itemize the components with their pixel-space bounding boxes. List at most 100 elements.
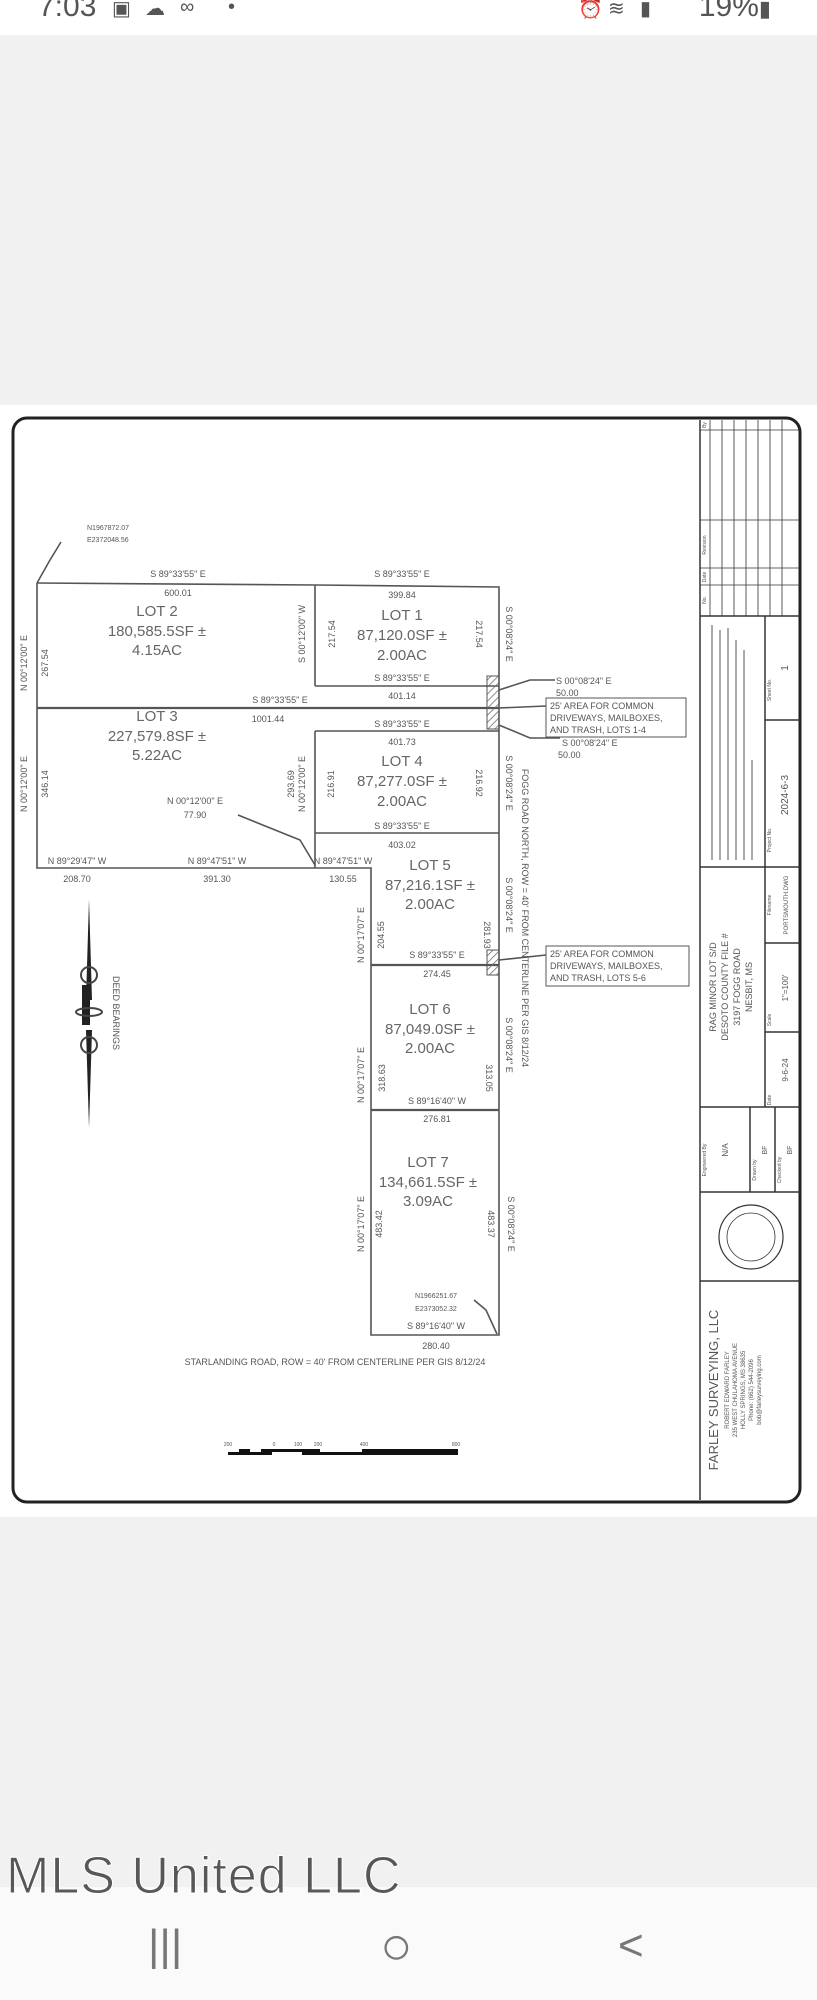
scale-bar: 200 0 100 200 400 800 (224, 1442, 460, 1455)
distance-label: 281.93 (482, 921, 492, 949)
lot-acres: 5.22AC (132, 747, 182, 764)
distance-label: 130.55 (329, 874, 357, 884)
distance-label: 403.02 (388, 840, 416, 850)
engineered-by-label: Engineered By (702, 1143, 708, 1176)
alarm-icon: ⏰ (578, 0, 603, 20)
plat-image[interactable]: N1967872.07 E2372048.56 S 89°33'55" E 60… (0, 405, 817, 1517)
battery-percent: 19% (698, 0, 759, 23)
scale-tick: 200 (224, 1442, 233, 1448)
back-button[interactable]: < (618, 1921, 644, 1970)
bearing-label: N 89°47'51" W (188, 856, 247, 866)
bearing-label: N 00°17'07" E (356, 1196, 366, 1252)
home-button[interactable]: ○ (380, 1916, 413, 1976)
distance-label: 217.54 (474, 620, 484, 648)
sheet-border (11, 416, 802, 1504)
dot-icon: • (228, 0, 236, 18)
road-label: FOGG ROAD NORTH, ROW = 40' FROM CENTERLI… (520, 769, 530, 1067)
lot-acres: 2.00AC (405, 1040, 455, 1057)
distance-label: 217.54 (327, 620, 337, 648)
callout-box-2 (545, 945, 690, 987)
navigation-bar: ||| ○ < (0, 1887, 817, 2000)
gallery-icon: ▣ (112, 0, 131, 20)
bearing-label: S 00°08'24" E (504, 606, 514, 662)
bearing-label: S 00°08'24" E (504, 877, 514, 933)
lot-name: LOT 5 (409, 857, 450, 874)
bearing-label: S 89°33'55" E (374, 719, 430, 729)
lot-area: 87,120.0SF ± (357, 627, 447, 644)
coord-label: N1967872.07 (87, 525, 129, 532)
filename: PORTSMOUTH.DWG (784, 875, 790, 934)
sheet-number: 1 (780, 665, 791, 671)
battery-level: 19%▮ (699, 0, 771, 24)
project-no: 2024-6-3 (780, 775, 791, 815)
voicemail-icon: ∞ (180, 0, 195, 18)
bearing-label: S 89°33'55" E (252, 695, 308, 705)
weather-icon: ☁ (145, 0, 165, 20)
lot-acres: 4.15AC (132, 642, 182, 659)
distance-label: 318.63 (377, 1064, 387, 1092)
date-label: Date (767, 1095, 773, 1106)
lot-acres: 2.00AC (377, 647, 427, 664)
lot-area: 87,216.1SF ± (385, 877, 475, 894)
distance-label: 346.14 (40, 770, 50, 798)
company-line: HOLLY SPRINGS, MS 38635 (741, 1350, 747, 1429)
project-no-label: Project No. (767, 828, 773, 853)
scale-tick: 400 (360, 1442, 369, 1448)
easement-hatch-2 (486, 949, 500, 976)
revision-header: Date (702, 572, 708, 583)
drawn-by-label: Drawn by (752, 1159, 758, 1181)
revision-header: No. (702, 596, 708, 604)
project-line: DESOTO COUNTY FILE # (720, 933, 730, 1040)
callout-text: DRIVEWAYS, MAILBOXES, (550, 713, 663, 723)
lot-name: LOT 3 (136, 708, 177, 725)
lot-acres: 2.00AC (405, 896, 455, 913)
bearing-label: S 89°16'40" W (408, 1096, 467, 1106)
wifi-icon: ≋ (608, 0, 625, 20)
road-label: STARLANDING ROAD, ROW = 40' FROM CENTERL… (185, 1357, 486, 1367)
lot-acres: 2.00AC (377, 793, 427, 810)
deed-bearings-label: DEED BEARINGS (111, 976, 121, 1050)
signal-icon: ▮ (640, 0, 652, 20)
lot-name: LOT 6 (409, 1001, 450, 1018)
distance-label: 391.30 (203, 874, 231, 884)
callout-text: AND TRASH, LOTS 1-4 (550, 725, 646, 735)
bearing-label: S 00°08'24" E (504, 755, 514, 811)
distance-label: 280.40 (422, 1341, 450, 1351)
bearing-label: N 89°47'51" W (314, 856, 373, 866)
project-line: 3197 FOGG ROAD (732, 948, 742, 1026)
bearing-label: S 89°33'55" E (150, 569, 206, 579)
watermark: MLS United LLC (6, 1847, 402, 1906)
bearing-label: N 00°12'00" E (19, 756, 29, 812)
title-block (699, 420, 800, 1500)
callout-text: AND TRASH, LOTS 5-6 (550, 973, 646, 983)
distance-label: 1001.44 (252, 714, 285, 724)
lot-lines (36, 541, 560, 1336)
lot-area: 134,661.5SF ± (379, 1174, 477, 1191)
distance-label: 50.00 (558, 750, 581, 760)
bearing-label: S 89°33'55" E (374, 673, 430, 683)
callout-box-1 (545, 697, 687, 738)
project-line: NESBIT, MS (744, 962, 754, 1012)
lot-name: LOT 4 (381, 753, 422, 770)
distance-label: 293.69 (286, 770, 296, 798)
callout-text: 25' AREA FOR COMMON (550, 701, 654, 711)
distance-label: 50.00 (556, 688, 579, 698)
bearing-label: S 00°12'00" W (297, 604, 307, 663)
recent-apps-button[interactable]: ||| (148, 1921, 183, 1970)
bearing-label: N 00°17'07" E (356, 1047, 366, 1103)
bearing-label: S 00°08'24" E (562, 738, 618, 748)
lot-name: LOT 2 (136, 603, 177, 620)
lot-acres: 3.09AC (403, 1193, 453, 1210)
lot-area: 180,585.5SF ± (108, 623, 206, 640)
coord-label: N1966251.67 (415, 1293, 457, 1300)
scale-tick: 0 (273, 1442, 276, 1448)
distance-label: 216.91 (326, 770, 336, 798)
distance-label: 204.55 (376, 921, 386, 949)
revision-header: By (702, 422, 708, 428)
bearing-label: S 00°08'24" E (504, 1017, 514, 1073)
clock: 7:03 (38, 0, 97, 23)
distance-label: 399.84 (388, 590, 416, 600)
lot-area: 87,049.0SF ± (385, 1021, 475, 1038)
distance-label: 600.01 (164, 588, 192, 598)
distance-label: 77.90 (184, 810, 207, 820)
